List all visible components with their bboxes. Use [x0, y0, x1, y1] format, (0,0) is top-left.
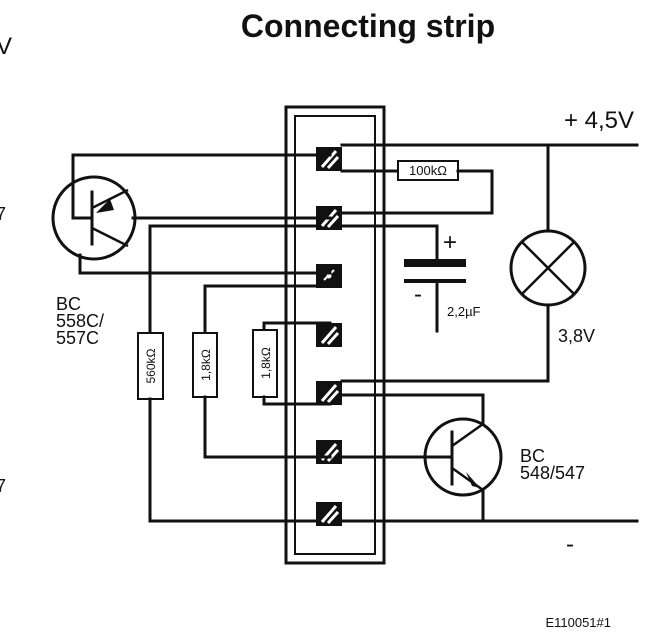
terminal-row [316, 147, 342, 526]
resistor-560k-label: 560kΩ [144, 348, 158, 383]
capacitor-icon [404, 259, 466, 283]
screw-terminal-icon [316, 440, 342, 464]
bc558-label-line2: 558C/ [56, 311, 104, 331]
resistor-1k8-a-label: 1,8kΩ [199, 349, 213, 381]
supply-rails [340, 143, 639, 523]
figure-id: E110051#1 [545, 615, 611, 630]
left-edge-fragment-low: 7 [0, 476, 6, 496]
connecting-strip [284, 105, 386, 565]
supply-minus-label: - [566, 531, 574, 558]
screw-terminal-icon [316, 147, 342, 171]
bc558-label-line3: 557C [56, 328, 99, 348]
supply-plus-label: + 4,5V [564, 107, 634, 134]
lamp-voltage-label: 3,8V [558, 326, 595, 346]
left-edge-fragment-mid: 7 [0, 204, 6, 224]
screw-terminal-icon [316, 381, 342, 405]
page-title: Connecting strip [241, 8, 495, 44]
capacitor-minus-label: - [414, 281, 422, 308]
resistor-560k [137, 332, 164, 400]
screw-terminal-icon [316, 502, 342, 526]
screw-terminal-icon [316, 264, 342, 288]
bc558-label-line1: BC [56, 294, 81, 314]
capacitor-plus-label: + [443, 229, 457, 256]
pnp-transistor-icon [51, 175, 137, 261]
left-edge-fragment-top: V [0, 33, 12, 60]
capacitor-value-label: 2,2µF [447, 304, 481, 319]
lamp-icon [509, 229, 587, 307]
resistor-1k8-b-label: 1,8kΩ [259, 347, 273, 379]
screw-terminal-icon [316, 323, 342, 347]
resistor-100k-label: 100kΩ [409, 163, 447, 178]
bc548-label-line2: 548/547 [520, 463, 585, 483]
bc548-label-line1: BC [520, 446, 545, 466]
